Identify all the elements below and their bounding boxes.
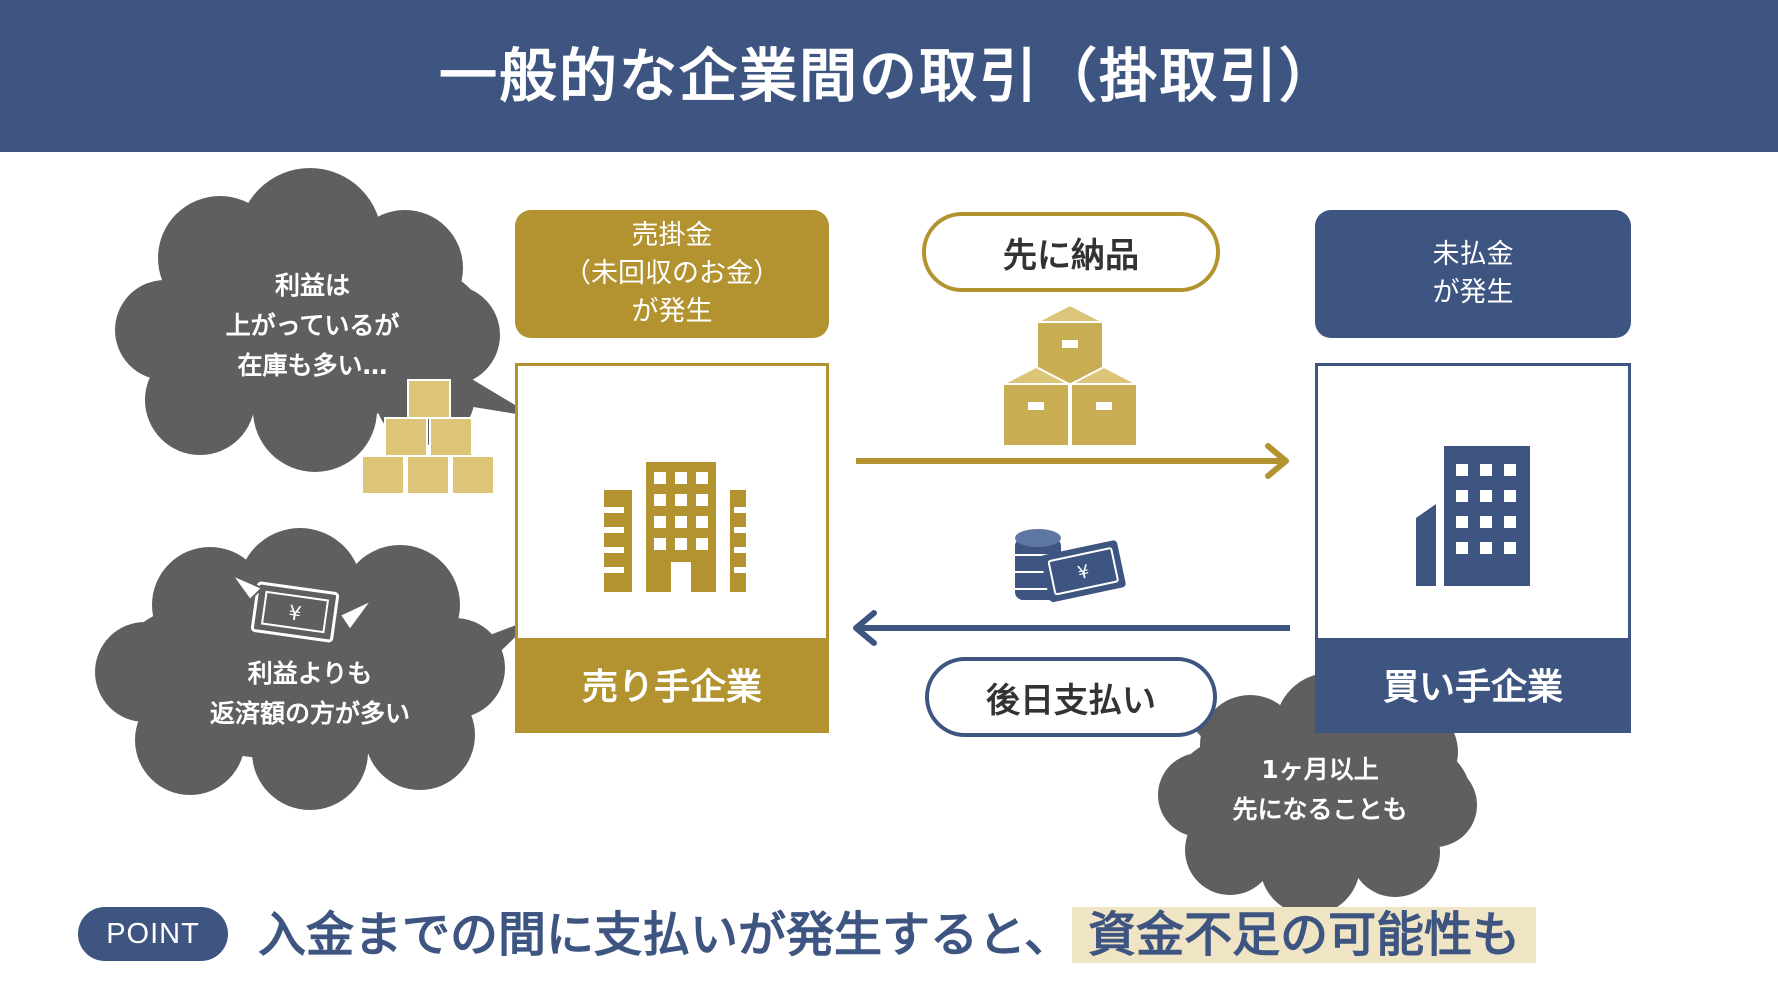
page-title: 一般的な企業間の取引（掛取引） [438, 42, 1339, 110]
inventory-cloud-text: 利益は 上がっているが 在庫も多い… [180, 264, 445, 388]
office-building-icon [1416, 446, 1530, 586]
delay-thought-cloud [1158, 673, 1477, 915]
inventory-thought-cloud [115, 168, 535, 472]
delivery-arrow [856, 443, 1289, 479]
delay-line-2: 先になることも [1232, 795, 1408, 824]
seller-status-line-3: が発生 [631, 296, 713, 327]
seller-status-line-1: 売掛金 [631, 220, 713, 251]
cardboard-boxes-icon [1002, 303, 1138, 447]
inventory-line-1: 利益は [274, 271, 350, 300]
point-highlight: 資金不足の可能性も [1072, 907, 1537, 963]
point-text: 入金までの間に支払いが発生すると、 [258, 907, 1073, 963]
svg-text:¥: ¥ [1076, 561, 1092, 584]
flying-yen-banknote-icon: ¥ [229, 572, 373, 643]
inventory-line-3: 在庫も多い… [237, 351, 388, 380]
header-bar [0, 0, 1778, 152]
svg-text:¥: ¥ [287, 600, 303, 626]
coins-and-banknote-icon: ¥ [1015, 529, 1126, 603]
delay-cloud-text: 1ヶ月以上 先になることも [1190, 748, 1450, 832]
repayment-line-2: 返済額の方が多い [209, 699, 410, 728]
point-badge: POINT [78, 907, 228, 961]
repayment-line-1: 利益よりも [247, 659, 373, 688]
seller-status-line-2: （未回収のお金） [564, 258, 780, 289]
repayment-thought-cloud [95, 528, 535, 810]
buyer-status-line-2: が発生 [1432, 277, 1514, 308]
delay-line-1: 1ヶ月以上 [1261, 755, 1379, 784]
seller-company-name: 売り手企業 [518, 638, 826, 730]
repayment-cloud-text: 利益よりも 返済額の方が多い [160, 652, 460, 736]
delivery-label: 先に納品 [922, 212, 1220, 292]
buyer-company-card: 買い手企業 [1315, 363, 1631, 733]
point-statement: 入金までの間に支払いが発生すると、資金不足の可能性も [258, 900, 1537, 970]
inventory-boxes-icon [361, 379, 495, 495]
buyer-company-name: 買い手企業 [1318, 638, 1628, 730]
inventory-line-2: 上がっているが [225, 311, 400, 340]
seller-company-card: 売り手企業 [515, 363, 829, 733]
payment-label: 後日支払い [925, 657, 1217, 737]
buyer-payable-box: 未払金 が発生 [1315, 210, 1631, 338]
payment-arrow [853, 610, 1290, 646]
office-building-icon [604, 462, 746, 592]
buyer-status-line-1: 未払金 [1432, 239, 1514, 270]
seller-receivable-box: 売掛金 （未回収のお金） が発生 [515, 210, 829, 338]
